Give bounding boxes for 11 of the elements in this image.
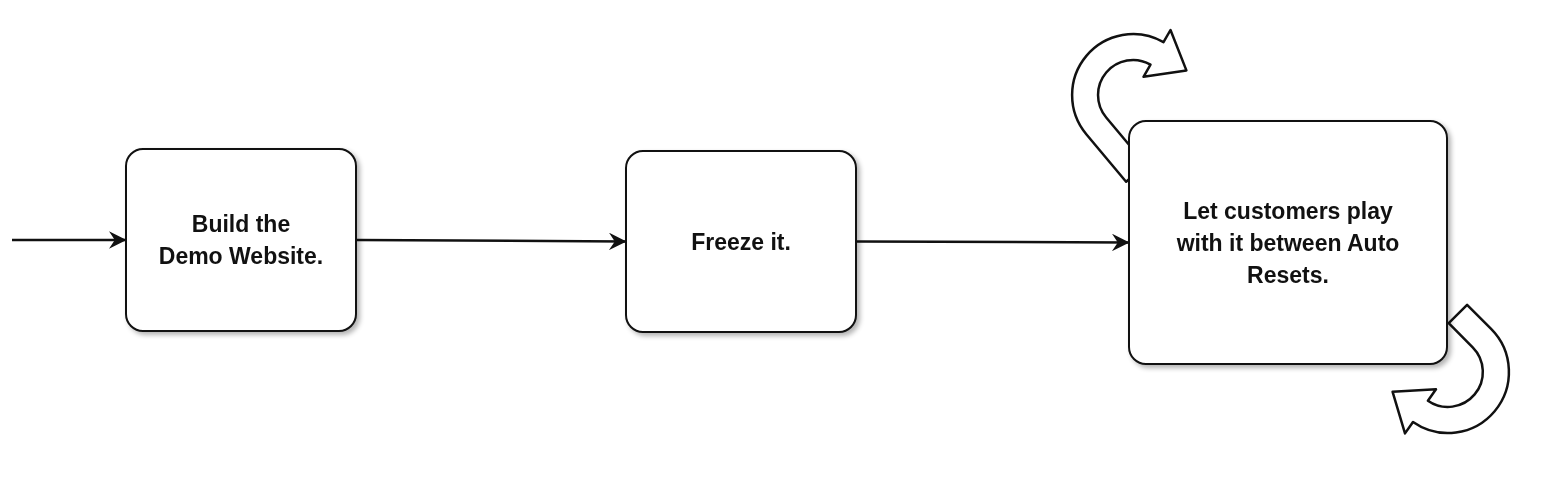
step-text: Let customers play with it between Auto Resets.: [1175, 196, 1401, 290]
process-box: [625, 150, 857, 333]
arrow: [12, 231, 127, 249]
arrow: [357, 232, 627, 251]
step-text: Freeze it.: [691, 227, 791, 257]
step-text: Build the Demo Website.: [157, 210, 325, 271]
curved-block-arrow: [1391, 303, 1511, 435]
arrow: [857, 233, 1130, 252]
curved-block-arrow: [1071, 28, 1188, 183]
process-box: [1128, 120, 1448, 365]
process-box: [125, 148, 357, 332]
